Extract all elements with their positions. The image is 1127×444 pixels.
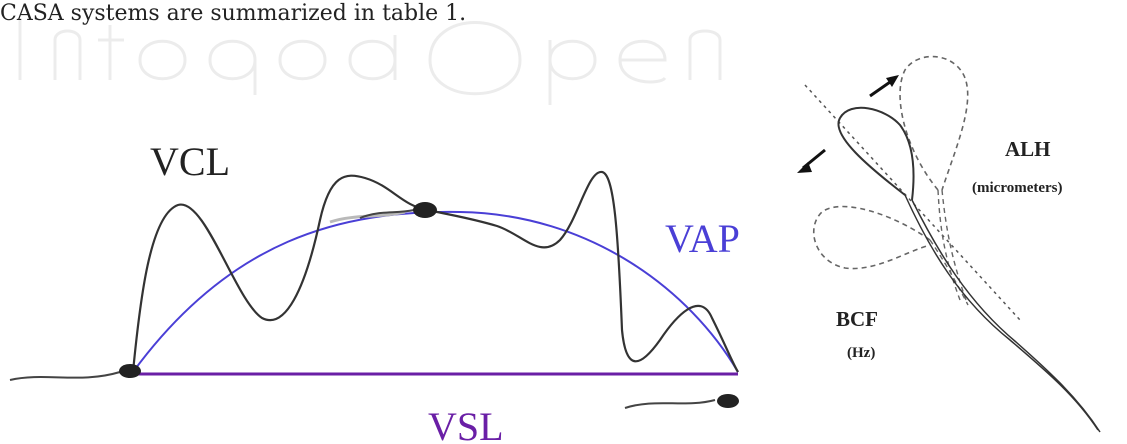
intro-text: CASA systems are summarized in table 1. [0,1,467,26]
sperm-middle-icon [359,202,437,219]
arrow-down-left-icon [797,148,826,173]
vap-label: VAP [665,216,740,261]
neck-bottom [929,239,969,306]
arrow-up-right-icon [869,75,899,98]
sperm-start-icon [9,364,141,381]
neck-top [937,189,967,301]
sperm-end-icon [624,394,739,409]
head-position-bottom [813,205,931,270]
bcf-unit-label: (Hz) [847,345,875,361]
sperm-tail-solid [904,194,1101,433]
vap-curve [132,210,739,373]
alh-label: ALH [1005,137,1051,161]
sperm-tail-echo [329,210,406,224]
head-position-top [899,55,969,191]
vcl-label: VCL [150,139,230,184]
head-position-center [837,106,915,201]
vcl-curve [131,170,739,373]
bcf-label: BCF [836,307,878,331]
alh-unit-label: (micrometers) [972,180,1063,196]
vsl-label: VSL [428,404,504,444]
